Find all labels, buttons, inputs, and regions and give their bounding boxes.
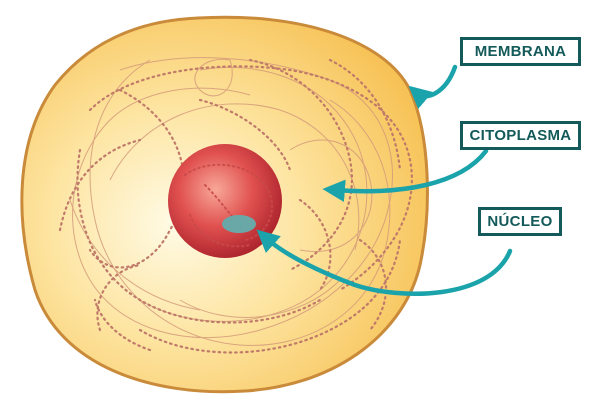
- citoplasma-arrow: [322, 148, 489, 202]
- cytoskeleton-fibers: [69, 57, 393, 346]
- nucleolus: [222, 215, 256, 233]
- citoplasma-label: CITOPLASMA: [460, 121, 581, 150]
- nucleo-arrow: [256, 229, 513, 297]
- cytoskeleton-dotted-fibers: [58, 58, 413, 354]
- nucleus: [168, 144, 282, 258]
- membrana-arrow: [408, 64, 458, 109]
- membrana-label: MEMBRANA: [460, 37, 581, 66]
- nucleo-label: NÚCLEO: [478, 207, 562, 236]
